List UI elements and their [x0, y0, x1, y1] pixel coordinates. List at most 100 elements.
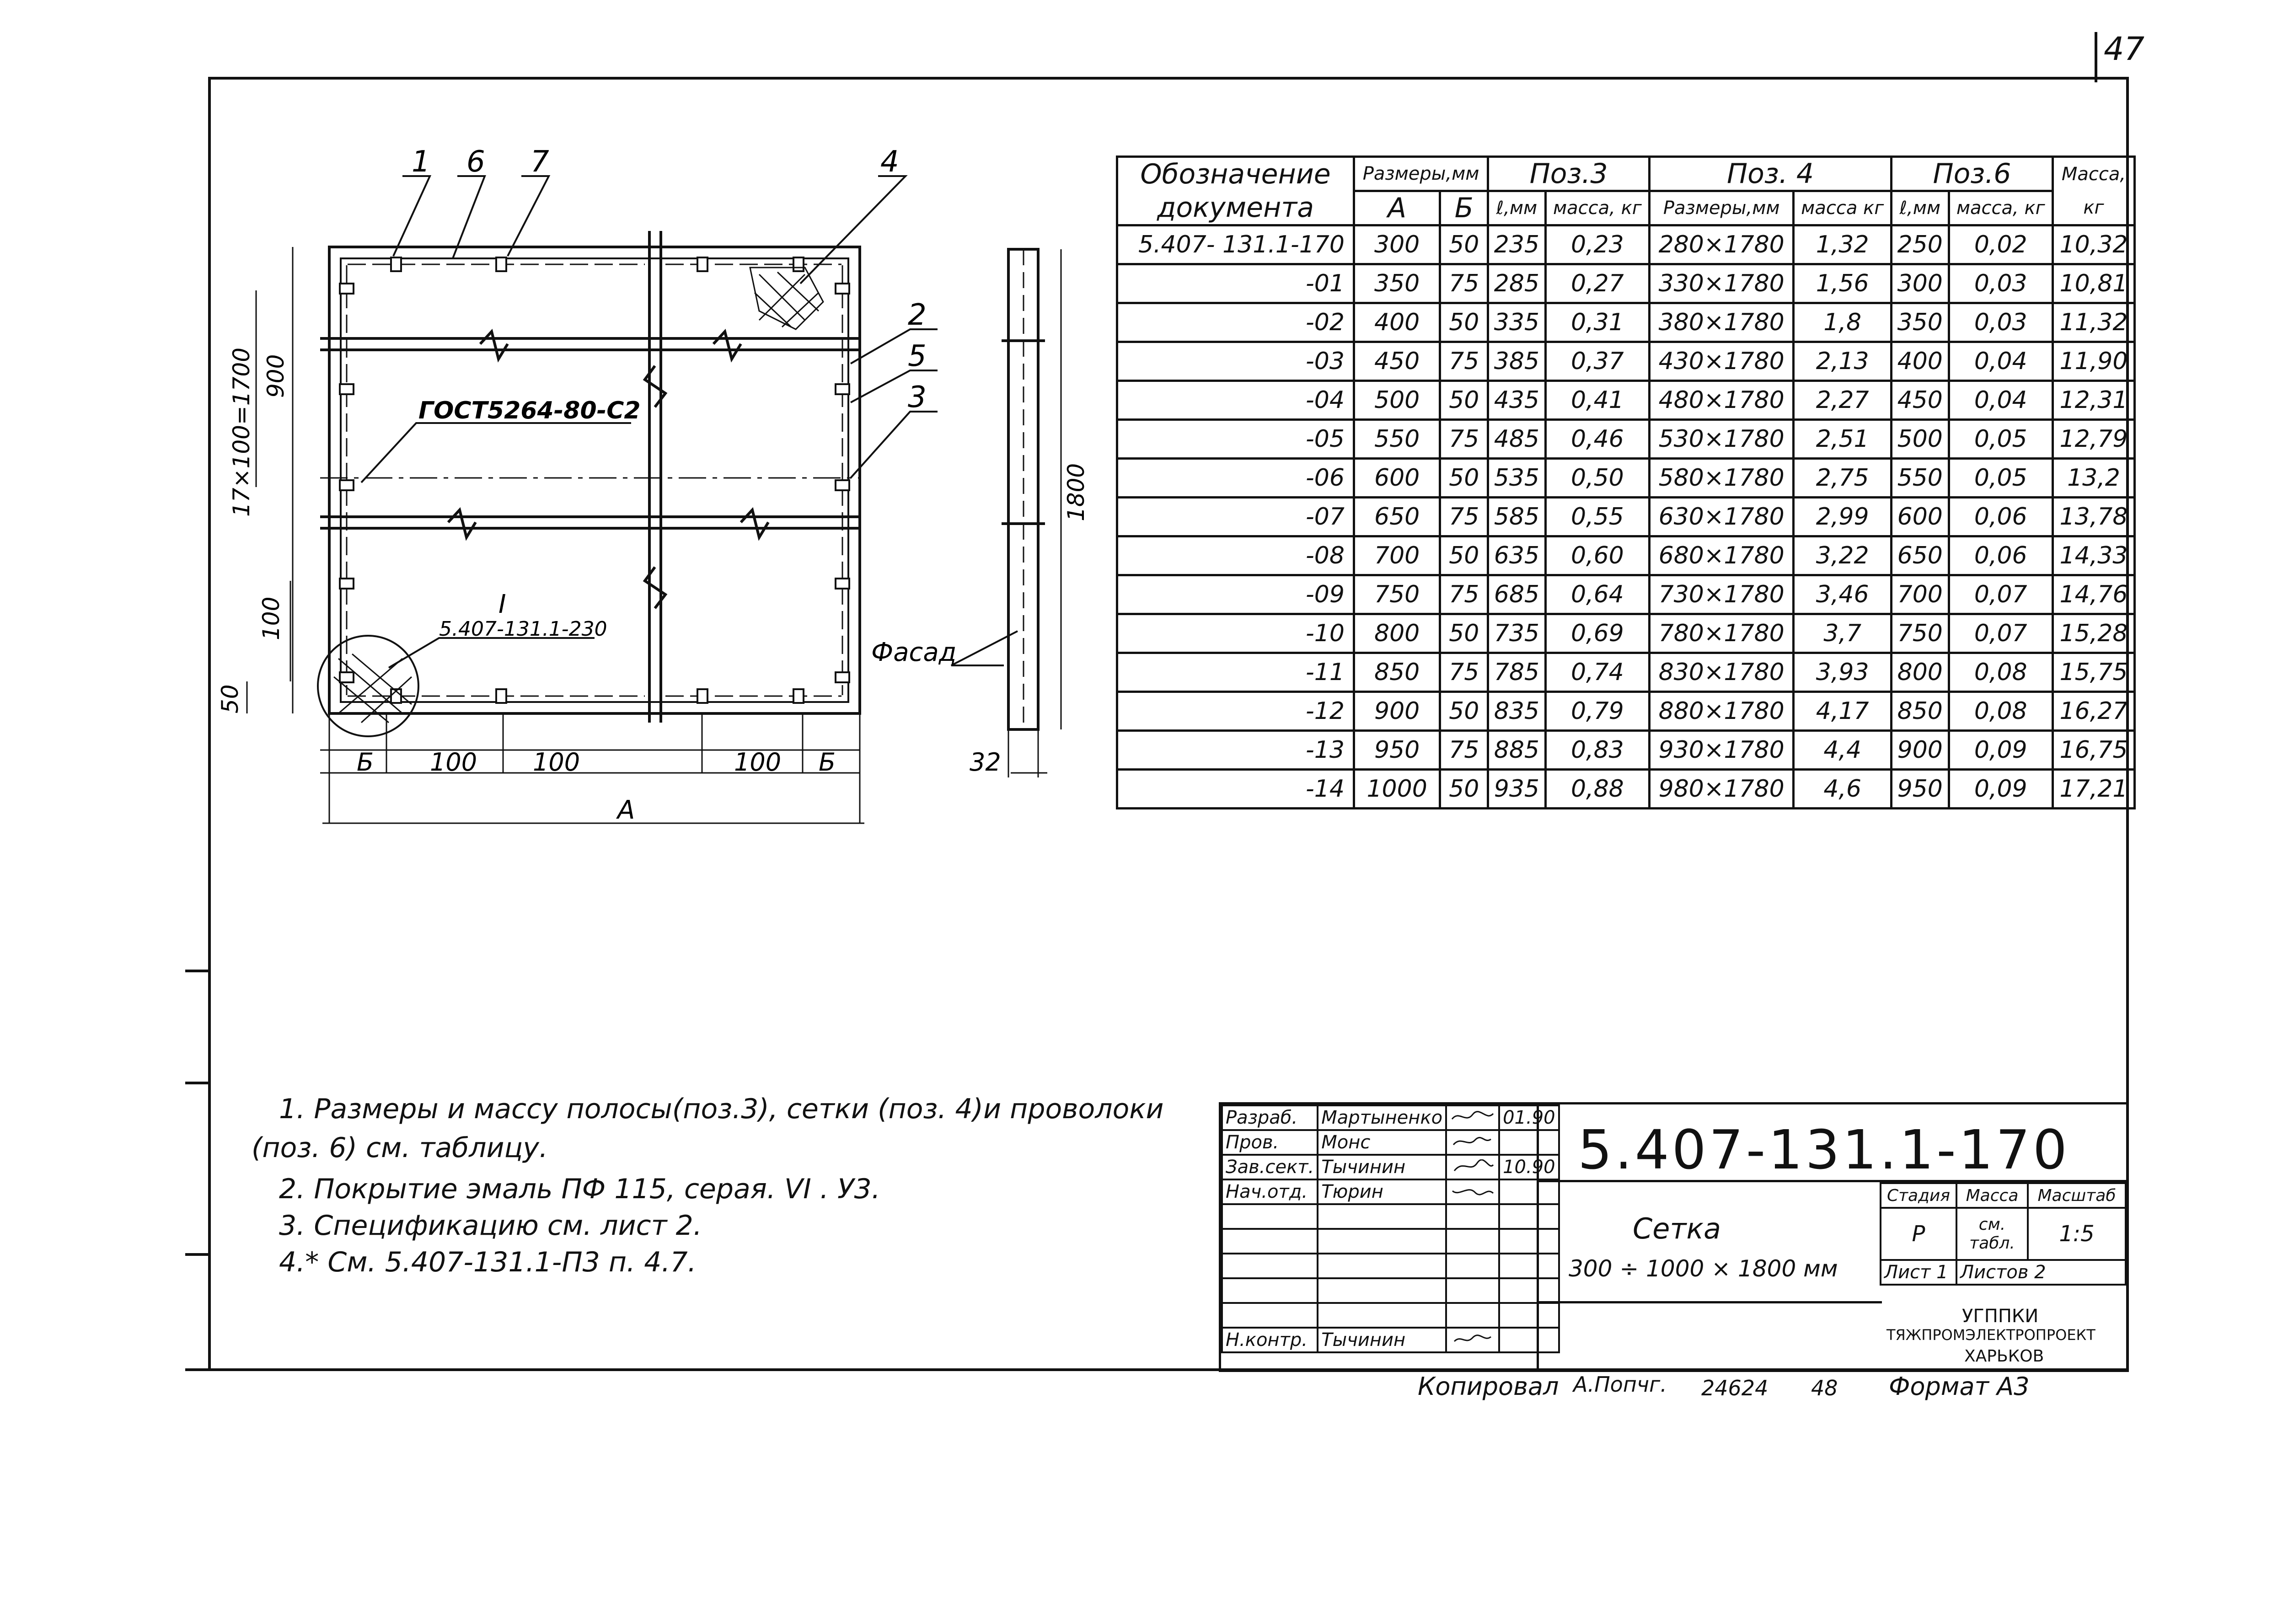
table-cell: 0,06 [1947, 535, 2054, 576]
table-cell-designation: -07 [1116, 496, 1355, 537]
name-cell-border [1537, 1182, 1882, 1370]
organization-1: УГППКИ [1962, 1306, 2039, 1327]
header-pos3-l: ℓ,мм [1487, 190, 1547, 226]
empty-cell [1445, 1277, 1501, 1304]
empty-cell [1221, 1228, 1319, 1254]
dim-32: 32 [970, 748, 1001, 777]
dim-100-a: 100 [430, 748, 477, 777]
facade-label: Фасад [871, 638, 956, 667]
table-cell: 385 [1487, 341, 1547, 382]
dim-100-c: 100 [734, 748, 781, 777]
title-block: Разраб. Мартыненко 01.90 Пров. Монс Зав.… [1219, 1102, 2129, 1372]
table-cell: 0,05 [1947, 418, 2054, 460]
table-cell: 630×1780 [1648, 496, 1795, 537]
dim-50: 50 [217, 684, 243, 713]
table-cell: 75 [1439, 418, 1490, 460]
table-cell: 1,56 [1792, 263, 1893, 304]
signature-dept-head [1445, 1179, 1501, 1205]
table-cell: 75 [1439, 729, 1490, 771]
sheets-label: Листов 2 [1956, 1259, 2127, 1286]
table-cell: 300 [1352, 224, 1442, 265]
dim-100-b: 100 [533, 748, 580, 777]
table-cell: 900 [1352, 691, 1442, 732]
detail-ref: 5.407-131.1-230 [439, 617, 607, 641]
table-cell: 400 [1890, 341, 1950, 382]
table-cell: 75 [1439, 341, 1490, 382]
date-checker [1498, 1129, 1560, 1156]
header-pos4: Поз. 4 [1648, 155, 1893, 192]
table-cell: 450 [1352, 341, 1442, 382]
sheet-label: Лист 1 [1880, 1259, 1957, 1286]
header-pos3-mass: масса, кг [1544, 190, 1651, 226]
empty-cell [1317, 1253, 1447, 1279]
empty-cell [1221, 1203, 1319, 1230]
table-cell: 13,2 [2051, 457, 2136, 498]
footer-copier: А.Попчг. [1573, 1372, 1667, 1397]
dim-900: 900 [263, 354, 289, 398]
name-bottom-line [1537, 1301, 1882, 1303]
header-col-a: А [1352, 190, 1442, 226]
table-cell: 900 [1890, 729, 1950, 771]
table-cell: 75 [1439, 496, 1490, 537]
name-checker: Монс [1317, 1129, 1447, 1156]
table-cell: 1,32 [1792, 224, 1893, 265]
table-cell: 0,23 [1544, 224, 1651, 265]
table-cell: 650 [1352, 496, 1442, 537]
dim-1800: 1800 [1063, 463, 1089, 521]
empty-cell [1317, 1228, 1447, 1254]
table-cell: 0,06 [1947, 496, 2054, 537]
header-pos4-sizes: Размеры,мм [1648, 190, 1795, 226]
table-cell-designation: 5.407- 131.1-170 [1116, 224, 1355, 265]
table-cell: 500 [1890, 418, 1950, 460]
name-developer: Мартыненко [1317, 1104, 1447, 1131]
table-cell: 380×1780 [1648, 302, 1795, 343]
table-cell: 285 [1487, 263, 1547, 304]
note-1-cont: (поз. 6) см. таблицу. [252, 1132, 548, 1164]
margin-tick [185, 1082, 209, 1084]
table-cell: 0,07 [1947, 613, 2054, 654]
table-cell: 635 [1487, 535, 1547, 576]
table-cell: 12,31 [2051, 380, 2136, 421]
table-cell: 0,74 [1544, 652, 1651, 693]
table-cell: 600 [1352, 457, 1442, 498]
note-2: 2. Покрытие эмаль ПФ 115, серая. VI . У3… [279, 1173, 880, 1205]
callout-2: 2 [908, 298, 927, 332]
callout-4: 4 [880, 145, 899, 179]
role-sector-head: Зав.сект. [1221, 1154, 1319, 1180]
note-4: 4.* См. 5.407-131.1-П3 п. 4.7. [279, 1246, 697, 1278]
table-cell: 0,60 [1544, 535, 1651, 576]
table-cell: 500 [1352, 380, 1442, 421]
callout-5: 5 [908, 339, 927, 373]
table-cell: 680×1780 [1648, 535, 1795, 576]
signature-sector-head [1445, 1154, 1501, 1180]
margin-tick [185, 970, 209, 972]
table-cell-designation: -03 [1116, 341, 1355, 382]
table-cell: 0,08 [1947, 652, 2054, 693]
table-cell: 75 [1439, 263, 1490, 304]
signature-developer [1445, 1104, 1501, 1131]
table-cell: 350 [1352, 263, 1442, 304]
table-cell: 11,32 [2051, 302, 2136, 343]
table-cell-designation: -14 [1116, 768, 1355, 809]
table-cell: 50 [1439, 691, 1490, 732]
empty-cell [1498, 1228, 1560, 1254]
gost-label: ГОСТ5264-80-С2 [418, 397, 641, 424]
table-cell: 0,55 [1544, 496, 1651, 537]
table-cell: 50 [1439, 302, 1490, 343]
table-cell: 980×1780 [1648, 768, 1795, 809]
page-number: 47 [2104, 30, 2145, 68]
signature-norm-control [1445, 1327, 1501, 1353]
document-name: Сетка [1633, 1212, 1721, 1245]
table-cell-designation: -06 [1116, 457, 1355, 498]
table-cell: 14,33 [2051, 535, 2136, 576]
table-cell: 13,78 [2051, 496, 2136, 537]
table-cell: 50 [1439, 380, 1490, 421]
header-mass-1: Масса, [2051, 155, 2136, 191]
